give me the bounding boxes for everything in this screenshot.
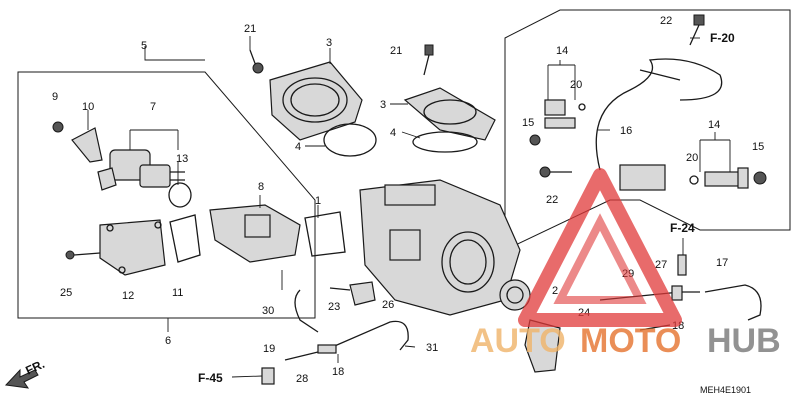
pressure-regulator (619, 164, 666, 191)
label-part-15-upper: 15 (522, 117, 534, 129)
screw-25 (65, 250, 101, 260)
label-part-30: 30 (262, 305, 274, 317)
label-part-20-upper: 20 (570, 79, 582, 91)
watermark-text-moto: MOTO (580, 322, 681, 360)
label-part-7: 7 (150, 101, 156, 113)
label-part-8: 8 (258, 181, 264, 193)
cover-plate-12 (99, 219, 166, 276)
label-part-26: 26 (382, 299, 394, 311)
bolt-9 (52, 121, 64, 133)
flange-3-right (403, 87, 496, 141)
label-part-2: 2 (552, 285, 558, 297)
tube-28 (284, 351, 319, 361)
label-part-10: 10 (82, 101, 94, 113)
label-part-17: 17 (716, 257, 728, 269)
screw-21-right (423, 44, 434, 76)
label-part-31: 31 (426, 342, 438, 354)
injector-14-upper (544, 99, 576, 129)
label-part-18-bottom: 18 (332, 366, 344, 378)
oring-20-right (689, 175, 699, 185)
label-part-9: 9 (52, 91, 58, 103)
label-part-19: 19 (263, 343, 275, 355)
label-part-27: 27 (655, 259, 667, 271)
screw-23 (329, 287, 351, 291)
sensor-unit-8 (209, 204, 301, 263)
leader-7 (129, 129, 179, 150)
watermark-triangle (518, 168, 682, 327)
flange-3-left (269, 61, 363, 141)
watermark-text-auto: AUTO (470, 322, 566, 360)
screw-21-left (249, 49, 264, 74)
label-part-3-right: 3 (380, 99, 386, 111)
label-part-14-upper: 14 (556, 45, 568, 57)
cap-15-right (753, 171, 767, 185)
hose-30 (294, 289, 319, 333)
cap-15-upper (529, 134, 541, 146)
fitting-19 (261, 367, 275, 385)
watermark-text-hub: HUB (707, 322, 781, 360)
label-part-22-upper: 22 (660, 15, 672, 27)
gasket-1 (304, 211, 346, 257)
label-part-5: 5 (141, 40, 147, 52)
label-part-11: 11 (172, 287, 183, 299)
fuel-hose-segment (639, 69, 681, 81)
label-part-4-right: 4 (390, 127, 396, 139)
label-part-23: 23 (328, 301, 340, 313)
watermark-logo: AUTO MOTO HUB (470, 168, 781, 360)
tube-31 (329, 320, 409, 351)
leader-14-upper (547, 60, 576, 100)
leader-31 (404, 345, 416, 348)
label-part-15-right: 15 (752, 141, 764, 153)
section-ref-f45: F-45 (198, 371, 223, 385)
oring-20-upper (578, 103, 586, 111)
oring-4-left (323, 123, 377, 157)
front-label: FR. (23, 357, 46, 378)
gasket-11 (169, 214, 201, 263)
label-part-28: 28 (296, 373, 308, 385)
tube-17 (704, 284, 762, 321)
label-part-21-left: 21 (244, 23, 256, 35)
group-5-boundary (17, 71, 316, 319)
screw-22-upper (689, 14, 705, 46)
label-part-4-left: 4 (295, 141, 301, 153)
throttle-body-main (359, 179, 531, 316)
leader-F45 (231, 375, 263, 378)
label-part-25: 25 (60, 287, 72, 299)
oring-13 (168, 182, 192, 208)
leader-4-right (401, 131, 421, 139)
oring-4-right (412, 131, 478, 153)
section-ref-f24: F-24 (670, 221, 695, 235)
label-part-6: 6 (165, 335, 171, 347)
leader-5 (144, 46, 205, 61)
idle-air-valve-7 (97, 149, 185, 191)
label-part-14-right: 14 (708, 119, 720, 131)
screw-22-lower (539, 166, 572, 178)
label-part-13: 13 (176, 153, 188, 165)
front-direction-arrow: FR. (4, 357, 47, 389)
bracket-10 (71, 127, 103, 163)
group-14-boundary (504, 9, 791, 251)
drawing-code: MEH4E1901 (700, 385, 751, 395)
leader-14-right (699, 132, 731, 172)
injector-14-right (704, 167, 749, 189)
label-part-22-lower: 22 (546, 194, 558, 206)
fuel-rail-16 (595, 58, 723, 171)
label-part-20-right: 20 (686, 152, 698, 164)
label-part-16: 16 (620, 125, 632, 137)
section-ref-f20: F-20 (710, 31, 735, 45)
joint-27 (677, 254, 687, 276)
label-part-3-left: 3 (326, 37, 332, 49)
label-part-1: 1 (315, 195, 321, 207)
label-part-12: 12 (122, 290, 134, 302)
joint-18-bottom (317, 344, 337, 354)
joint-18-right (671, 285, 683, 301)
clip-26 (349, 281, 376, 306)
label-part-21-right: 21 (390, 45, 402, 57)
